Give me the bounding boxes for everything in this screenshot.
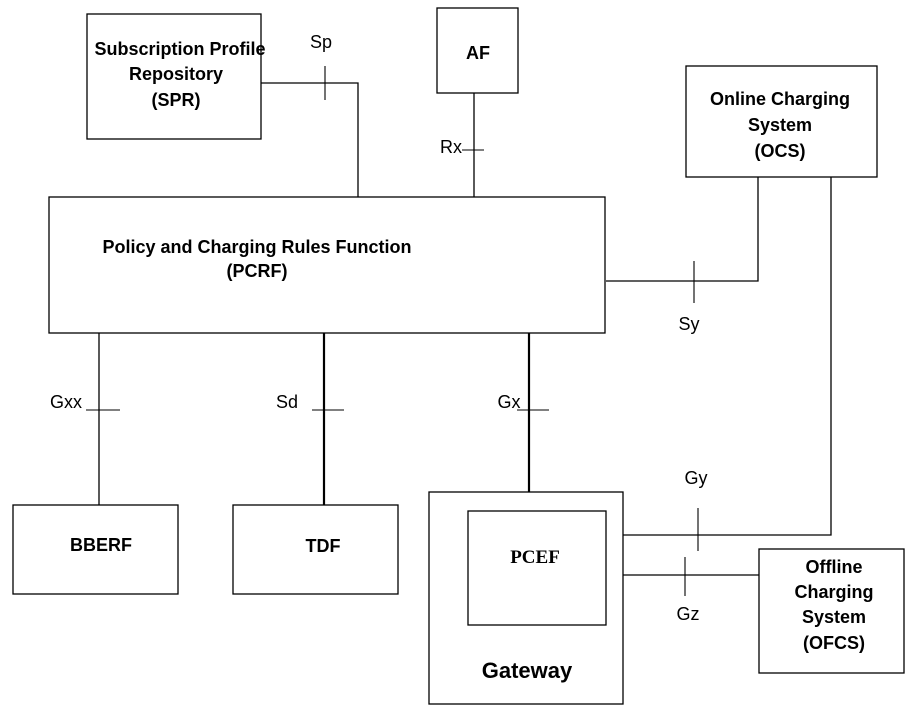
sd-interface-label: Sd [276, 392, 298, 412]
ocs-label-line1: Online Charging [710, 89, 850, 109]
ofcs-label-line4: (OFCS) [803, 633, 865, 653]
bberf-label: BBERF [70, 535, 132, 555]
rx-interface-label: Rx [440, 137, 462, 157]
spr-box [86, 13, 262, 140]
sy-link [606, 177, 759, 282]
gy-link [606, 177, 832, 536]
ocs-box [685, 65, 878, 178]
sp-interface-label: Sp [310, 32, 332, 52]
boxes [12, 7, 905, 705]
pcrf-label-line1: Policy and Charging Rules Function [102, 237, 411, 257]
gateway-label: Gateway [482, 658, 573, 683]
spr-label-line1: Subscription Profile [94, 39, 265, 59]
ofcs-label-line2: Charging [795, 582, 874, 602]
interface-labels: Sp Rx Sy Gxx Sd Gx Gy Gz [50, 32, 708, 624]
af-box [436, 7, 519, 94]
connectors [98, 82, 832, 576]
sp-link [261, 82, 359, 197]
spr-label-line3: (SPR) [152, 90, 201, 110]
interface-ticks [86, 66, 699, 596]
pcef-box [467, 510, 607, 626]
ofcs-box [758, 548, 905, 674]
ofcs-label-line3: System [802, 607, 866, 627]
spr-label-line2: Repository [129, 64, 223, 84]
tdf-label: TDF [306, 536, 341, 556]
gy-interface-label: Gy [684, 468, 707, 488]
ocs-label-line3: (OCS) [755, 141, 806, 161]
ofcs-label-line1: Offline [806, 557, 863, 577]
gz-interface-label: Gz [676, 604, 699, 624]
pcrf-box [48, 196, 606, 334]
node-labels: Subscription Profile Repository (SPR) AF… [70, 39, 874, 683]
sy-interface-label: Sy [678, 314, 699, 334]
af-label: AF [466, 43, 490, 63]
pcef-label: PCEF [510, 547, 560, 568]
gx-interface-label: Gx [497, 392, 520, 412]
bberf-box [12, 504, 179, 595]
pcrf-label-line2: (PCRF) [227, 261, 288, 281]
gxx-interface-label: Gxx [50, 392, 82, 412]
ocs-label-line2: System [748, 115, 812, 135]
tdf-box [232, 504, 399, 595]
